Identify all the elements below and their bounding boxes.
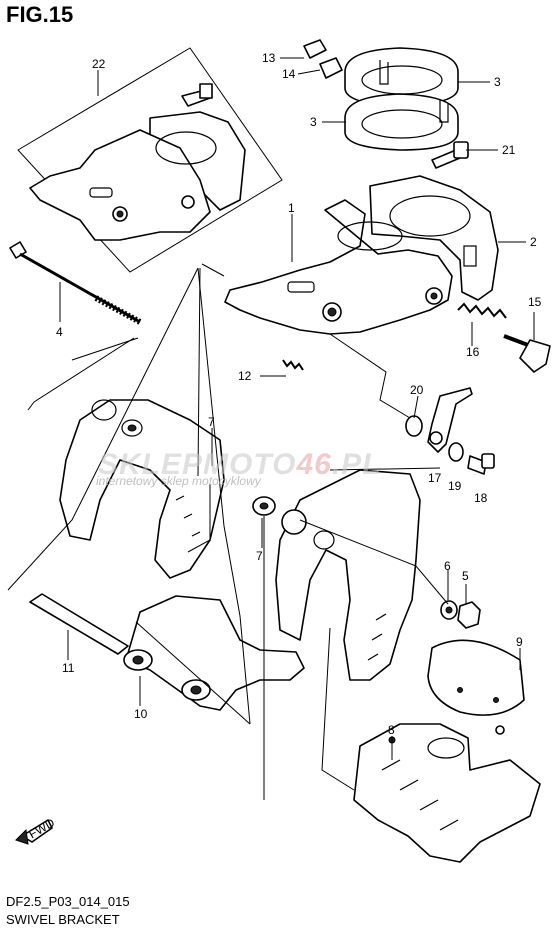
callout-18: 18 xyxy=(474,491,488,505)
part-22-bracket-assembly xyxy=(29,83,246,241)
part-3-sleeve xyxy=(344,47,459,151)
callout-20: 20 xyxy=(410,383,424,397)
callout-14: 14 xyxy=(282,67,296,81)
part-2-clamp-bracket xyxy=(369,175,499,301)
figure-name: SWIVEL BRACKET xyxy=(6,912,120,927)
part-9-clamp xyxy=(427,639,525,735)
callout-19: 19 xyxy=(448,479,462,493)
callout-17: 17 xyxy=(428,471,442,485)
figure-code: DF2.5_P03_014_015 xyxy=(6,894,130,909)
callout-8: 8 xyxy=(388,723,395,737)
callout-22: 22 xyxy=(92,57,106,71)
part-17-lever xyxy=(427,387,473,453)
part-7-washer-lower xyxy=(252,496,276,516)
fwd-label: FWD xyxy=(26,815,57,841)
part-5-nut xyxy=(457,601,481,629)
callout-15: 15 xyxy=(528,295,542,309)
callout-3-upper: 3 xyxy=(494,75,501,89)
part-13-block xyxy=(303,39,327,59)
callout-10: 10 xyxy=(134,707,148,721)
part-6-washer xyxy=(440,600,458,620)
part-19-washer xyxy=(448,442,464,462)
callout-16: 16 xyxy=(466,345,480,359)
part-14-block xyxy=(319,57,343,79)
right-stern-bracket xyxy=(275,469,421,681)
callout-labels: 22 13 14 3 3 21 1 2 4 15 16 12 20 7 7 17… xyxy=(56,51,542,737)
part-20-washer xyxy=(405,415,423,437)
part-8-transom-bracket xyxy=(353,723,541,863)
part-18-bolt xyxy=(467,453,495,475)
part-11-pin xyxy=(29,593,129,655)
part-10-lower-bracket xyxy=(123,595,305,711)
part-15-tilt-knob xyxy=(503,334,551,373)
callout-7-upper: 7 xyxy=(208,415,215,429)
watermark-tagline: internetowy sklep motocyklowy xyxy=(96,474,261,488)
callout-1: 1 xyxy=(288,201,295,215)
callout-9: 9 xyxy=(516,635,523,649)
callout-12: 12 xyxy=(238,369,252,383)
callout-5: 5 xyxy=(462,569,469,583)
watermark-brand-accent: 46 xyxy=(296,448,332,481)
callout-2: 2 xyxy=(530,235,537,249)
callout-21: 21 xyxy=(502,143,516,157)
part-4-long-bolt xyxy=(9,241,142,325)
leader-lines xyxy=(59,57,535,760)
left-stern-bracket xyxy=(59,399,225,579)
watermark-brand-main: SKLEPMOTO xyxy=(98,448,297,481)
callout-4: 4 xyxy=(56,325,63,339)
part-21-bolt xyxy=(431,141,469,169)
part-1-swivel-bracket xyxy=(224,199,453,335)
part-12-spring xyxy=(282,359,304,371)
watermark-brand: SKLEPMOTO46.PL xyxy=(98,448,382,482)
watermark-brand-suffix: .PL xyxy=(331,448,382,481)
callout-6: 6 xyxy=(444,559,451,573)
callout-3-lower: 3 xyxy=(310,115,317,129)
callout-13: 13 xyxy=(262,51,276,65)
figure-title: FIG.15 xyxy=(6,2,74,27)
part-16-spring xyxy=(457,302,507,319)
callout-7-lower: 7 xyxy=(256,549,263,563)
callout-11: 11 xyxy=(62,661,75,675)
fwd-arrow: FWD xyxy=(15,815,57,845)
assembly-guide-lines xyxy=(7,263,449,800)
